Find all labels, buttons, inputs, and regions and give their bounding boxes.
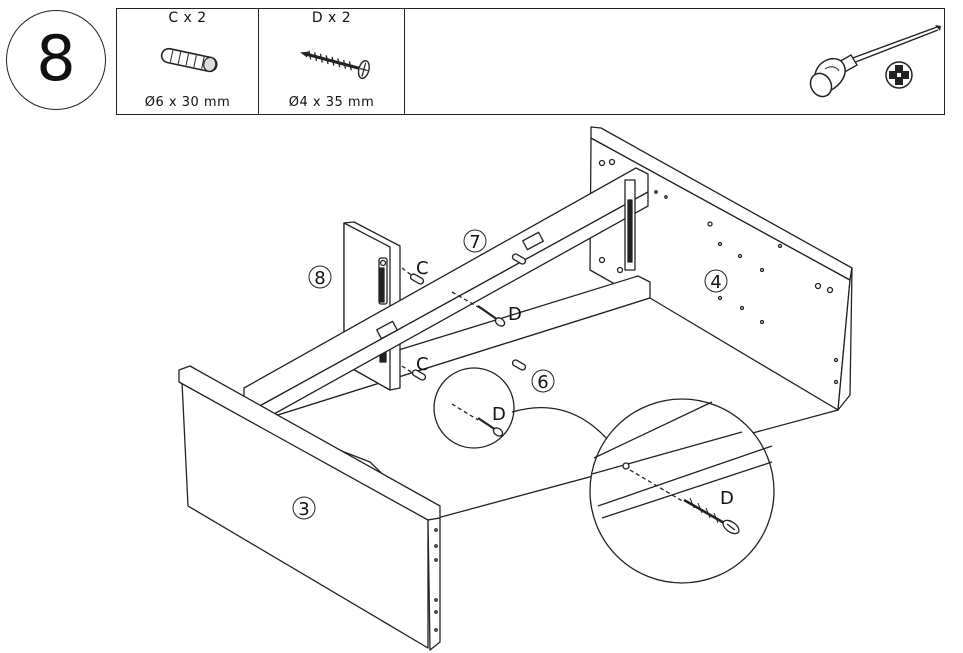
label-d-top: D: [508, 304, 522, 325]
fastener-labels: C C D D D: [416, 258, 734, 509]
label-4: 4: [710, 272, 721, 293]
label-3: 3: [298, 499, 309, 520]
label-8: 8: [314, 268, 325, 289]
detail-callout: [433, 367, 775, 584]
label-d-circle: D: [492, 404, 506, 425]
tool-cell: [405, 9, 944, 114]
label-c-bottom: C: [416, 354, 429, 375]
panel-labels: 7 8 4 6 3: [292, 229, 728, 520]
part-d-cell: D x 2 Ø4 x 35 mm: [259, 9, 405, 114]
part-c-dimension: Ø6 x 30 mm: [144, 95, 231, 110]
screw-icon: [300, 50, 370, 80]
label-c-top: C: [416, 258, 429, 279]
part-c-cell: C x 2 Ø6 x 30 mm: [117, 9, 259, 114]
fasteners: [401, 253, 527, 437]
step-number-badge: 8: [6, 10, 106, 110]
label-6: 6: [537, 372, 548, 393]
parts-table: C x 2 Ø6 x 30 mm D x 2: [116, 8, 945, 115]
part-d-dimension: Ø4 x 35 mm: [288, 95, 375, 110]
wooden-dowel-icon: [160, 47, 218, 73]
step-number: 8: [36, 22, 76, 95]
part-d-quantity: D x 2: [311, 10, 352, 26]
label-d-zoom: D: [720, 488, 734, 509]
part-c-quantity: C x 2: [168, 10, 207, 26]
panel-7: [243, 167, 649, 425]
phillips-screwdriver-icon: [809, 25, 941, 98]
label-7: 7: [469, 232, 480, 253]
